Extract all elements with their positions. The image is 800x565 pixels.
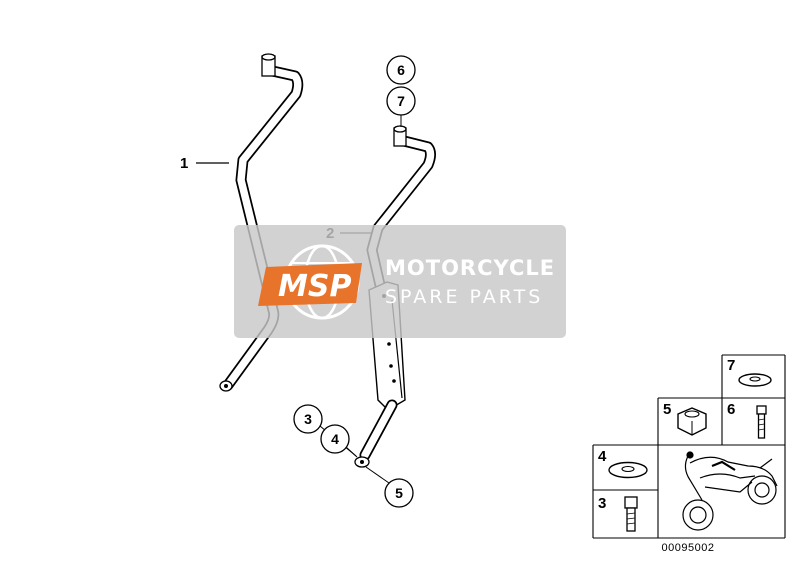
legend-number: 3 bbox=[598, 495, 606, 512]
diagram-code: 00095002 bbox=[662, 542, 715, 554]
legend-cell-6: 6 bbox=[727, 401, 767, 439]
washer-icon bbox=[608, 461, 648, 479]
motorcycle-icon bbox=[682, 451, 778, 531]
parts-legend: 7 5 6 bbox=[592, 354, 786, 539]
callout-label: 5 bbox=[395, 485, 403, 501]
callout-6: 6 bbox=[386, 55, 416, 85]
callout-label: 4 bbox=[331, 431, 339, 447]
watermark-line1: MOTORCYCLE bbox=[385, 256, 555, 280]
callout-label: 1 bbox=[180, 155, 188, 172]
washer-icon bbox=[738, 373, 772, 387]
watermark-line2: SPARE PARTS bbox=[385, 286, 543, 308]
legend-cell-3: 3 bbox=[598, 495, 638, 532]
callout-label: 3 bbox=[304, 411, 312, 427]
bolt-icon bbox=[624, 496, 638, 532]
legend-number: 6 bbox=[727, 401, 735, 418]
legend-cell-4: 4 bbox=[598, 448, 648, 479]
callout-5: 5 bbox=[365, 466, 414, 508]
bolt-icon bbox=[756, 405, 767, 439]
logo-text: MSP bbox=[278, 269, 351, 304]
callout-label: 6 bbox=[397, 62, 405, 78]
legend-number: 7 bbox=[727, 357, 735, 374]
watermark: MSP MOTORCYCLE SPARE PARTS bbox=[234, 225, 566, 338]
callout-4: 4 bbox=[320, 424, 358, 458]
bracket-bar-left bbox=[219, 53, 304, 392]
legend-number: 5 bbox=[663, 401, 671, 418]
nut-icon bbox=[677, 407, 707, 436]
callout-1: 1 bbox=[180, 155, 229, 172]
legend-cell-5: 5 bbox=[663, 401, 707, 436]
logo-swoosh bbox=[258, 263, 362, 306]
callout-7: 7 bbox=[386, 86, 416, 127]
legend-number: 4 bbox=[598, 448, 607, 465]
callout-label: 7 bbox=[397, 93, 405, 109]
legend-cell-7: 7 bbox=[727, 357, 772, 387]
